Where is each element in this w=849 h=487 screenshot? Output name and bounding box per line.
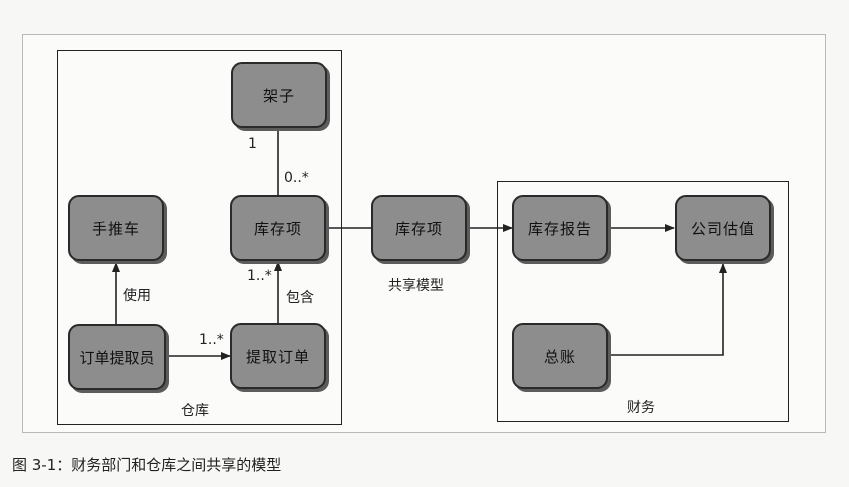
uses-label: 使用 xyxy=(123,288,151,304)
shelf-node: 架子 xyxy=(231,62,327,128)
inventory-report-label: 库存报告 xyxy=(527,219,592,238)
warehouse-label: 仓库 xyxy=(181,403,209,419)
shared-inventory-item-node: 库存项 xyxy=(371,195,467,261)
handcart-node: 手推车 xyxy=(68,195,164,261)
warehouse-boundary xyxy=(57,50,342,425)
inventory-item-label: 库存项 xyxy=(253,219,302,238)
ledger-valuation-arrow xyxy=(610,263,727,356)
shared-model-label: 共享模型 xyxy=(388,278,444,294)
company-valuation-label: 公司估值 xyxy=(690,219,755,238)
shelf-multiplicity-many: 0..* xyxy=(284,170,309,186)
company-valuation-node: 公司估值 xyxy=(675,195,771,261)
shelf-label: 架子 xyxy=(262,86,295,105)
inventory-item-node: 库存项 xyxy=(230,195,326,261)
contains-label: 包含 xyxy=(286,290,314,306)
inventory-report-node: 库存报告 xyxy=(512,195,608,261)
picker-multiplicity: 1..* xyxy=(199,332,224,348)
handcart-label: 手推车 xyxy=(91,219,140,238)
ledger-node: 总账 xyxy=(512,323,608,389)
pick-order-label: 提取订单 xyxy=(245,347,310,366)
contains-multiplicity: 1..* xyxy=(247,268,272,284)
order-picker-node: 订单提取员 xyxy=(68,324,166,390)
shelf-multiplicity-one: 1 xyxy=(248,136,257,152)
ledger-label: 总账 xyxy=(543,347,576,366)
order-picker-label: 订单提取员 xyxy=(79,348,155,367)
pick-order-node: 提取订单 xyxy=(230,323,326,389)
figure-caption: 图 3-1：财务部门和仓库之间共享的模型 xyxy=(12,456,282,474)
finance-label: 财务 xyxy=(627,400,655,416)
finance-boundary xyxy=(497,181,789,422)
shared-inventory-item-label: 库存项 xyxy=(394,219,443,238)
